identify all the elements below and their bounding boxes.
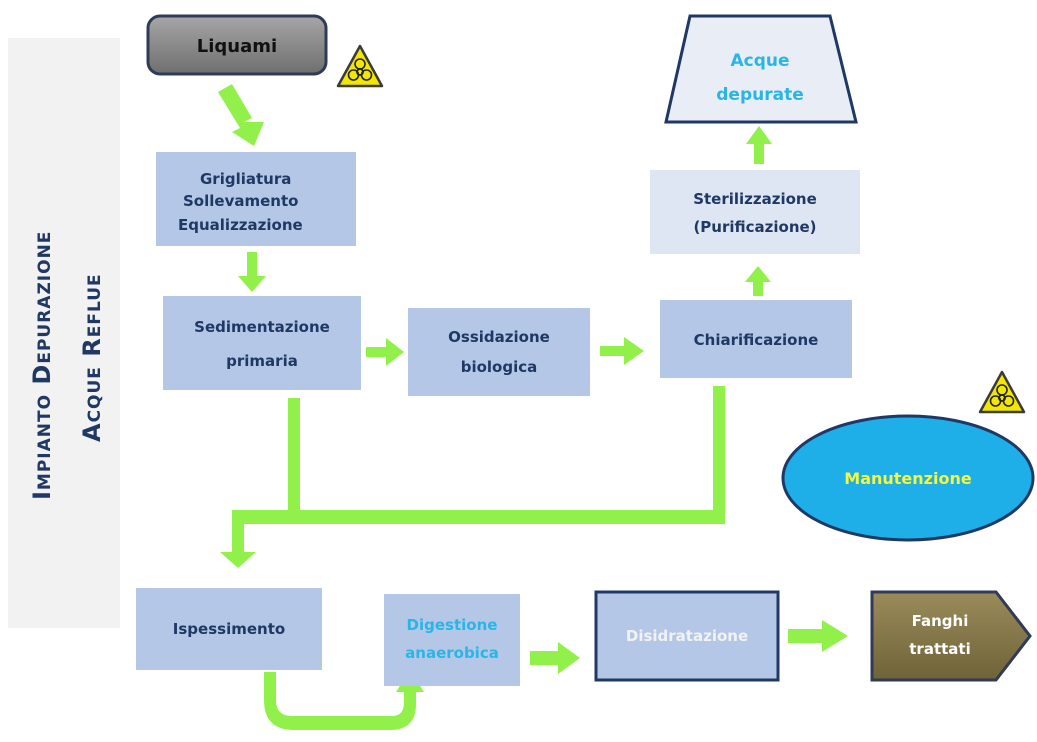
arrow-liquami-grigliatura: [218, 84, 264, 146]
node-ossidazione-line1: Ossidazione: [448, 328, 550, 346]
arrow-digestione-disidratazione: [530, 642, 580, 674]
arrow-chiarificazione-sterilizzazione: [745, 266, 771, 296]
node-sterilizzazione-line1: Sterilizzazione: [693, 190, 817, 208]
node-sedimentazione-line2: primaria: [226, 352, 298, 370]
node-acque-line1: Acque: [730, 51, 789, 71]
node-grigliatura-line3: Equalizzazione: [178, 216, 303, 234]
arrow-sedimentazione-ossidazione: [366, 338, 404, 366]
node-sedimentazione: Sedimentazione primaria: [163, 296, 361, 390]
arrow-disidratazione-fanghi: [788, 620, 848, 652]
node-sterilizzazione-line2: (Purificazione): [693, 218, 816, 236]
title-band: Impianto Depurazione Acque Reflue: [8, 38, 120, 628]
arrow-ossidazione-chiarificazione: [600, 337, 644, 365]
node-liquami-label: Liquami: [197, 36, 277, 57]
arrow-sterilizzazione-acque: [746, 126, 772, 164]
node-grigliatura: Grigliatura Sollevamento Equalizzazione: [156, 152, 356, 246]
node-ispessimento: Ispessimento: [136, 588, 322, 670]
node-sedimentazione-line1: Sedimentazione: [194, 318, 330, 336]
node-fanghi-trattati: Fanghi trattati: [870, 590, 1032, 682]
arrows: [218, 84, 848, 730]
title-line1: Impianto Depurazione: [28, 231, 56, 500]
biohazard-icon: [336, 44, 384, 88]
node-ispessimento-label: Ispessimento: [173, 620, 285, 638]
node-digestione-line1: Digestione: [407, 616, 498, 634]
node-liquami: Liquami: [146, 14, 328, 76]
node-ossidazione-line2: biologica: [461, 358, 538, 376]
node-disidratazione: Disidratazione: [594, 590, 780, 682]
biohazard-icon: [978, 370, 1026, 414]
node-grigliatura-line2: Sollevamento: [183, 192, 298, 210]
node-manutenzione: Manutenzione: [781, 414, 1035, 542]
node-fanghi-line2: trattati: [909, 640, 970, 658]
arrow-sludge-collector: [220, 386, 725, 568]
node-acque-line2: depurate: [716, 85, 803, 105]
node-ossidazione: Ossidazione biologica: [408, 308, 590, 396]
node-digestione: Digestione anaerobica: [384, 594, 520, 686]
title-line2: Acque Reflue: [78, 273, 106, 442]
node-grigliatura-line1: Grigliatura: [200, 170, 291, 188]
node-fanghi-line1: Fanghi: [912, 612, 969, 630]
node-manutenzione-label: Manutenzione: [844, 469, 972, 488]
node-chiarificazione: Chiarificazione: [660, 300, 852, 378]
node-sterilizzazione: Sterilizzazione (Purificazione): [650, 170, 860, 254]
node-disidratazione-label: Disidratazione: [626, 627, 748, 645]
arrow-grigliatura-sedimentazione: [238, 252, 266, 292]
node-digestione-line2: anaerobica: [405, 644, 499, 662]
node-chiarificazione-label: Chiarificazione: [694, 331, 819, 349]
node-acque-depurate: Acque depurate: [664, 14, 858, 124]
